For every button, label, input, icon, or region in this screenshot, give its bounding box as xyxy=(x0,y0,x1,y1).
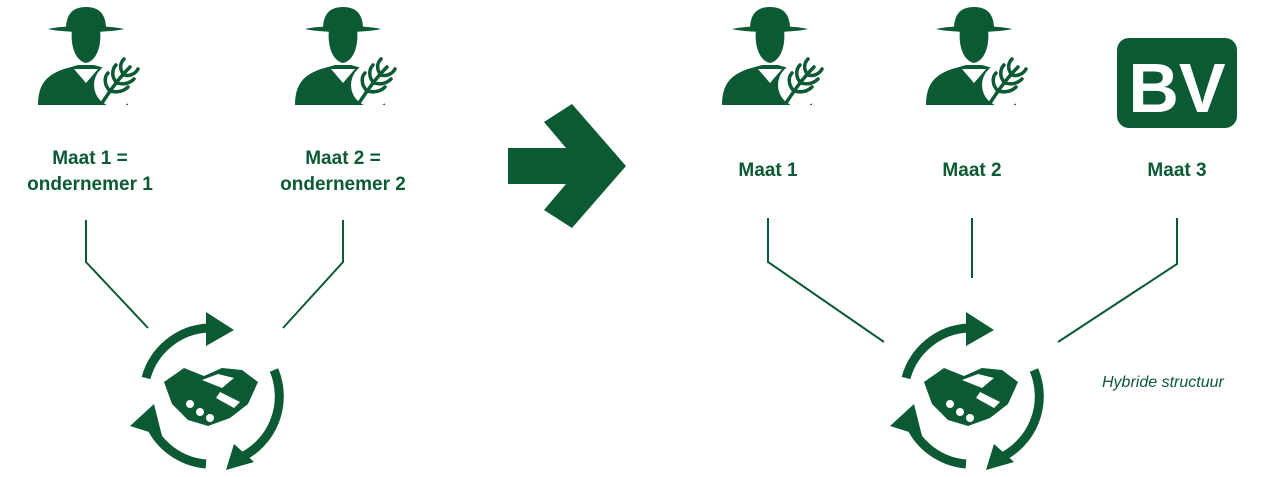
farmer-icon-left-2 xyxy=(293,5,397,109)
hybrid-structure-caption: Hybride structuur xyxy=(1102,374,1224,391)
partner-2-label-left: Maat 2 = ondernemer 2 xyxy=(280,148,406,195)
connector-lines-left xyxy=(85,220,344,329)
partner-1-label-right: Maat 1 xyxy=(738,160,798,181)
farmer-icon-right-2 xyxy=(924,5,1028,109)
handshake-cycle-icon-left xyxy=(130,312,279,470)
bv-badge-icon: BV xyxy=(1117,38,1237,128)
arrow-right-icon xyxy=(508,104,626,228)
handshake-cycle-icon-right xyxy=(890,312,1039,470)
farmer-icon-left-1 xyxy=(36,5,140,109)
farmer-icon-right-1 xyxy=(720,5,824,109)
bv-badge-text: BV xyxy=(1128,49,1226,127)
partner-3-label-right: Maat 3 xyxy=(1147,160,1207,181)
connector-lines-right xyxy=(767,218,1178,343)
partner-2-label-right: Maat 2 xyxy=(942,160,1002,181)
partner-1-label-left: Maat 1 = ondernemer 1 xyxy=(27,148,153,195)
